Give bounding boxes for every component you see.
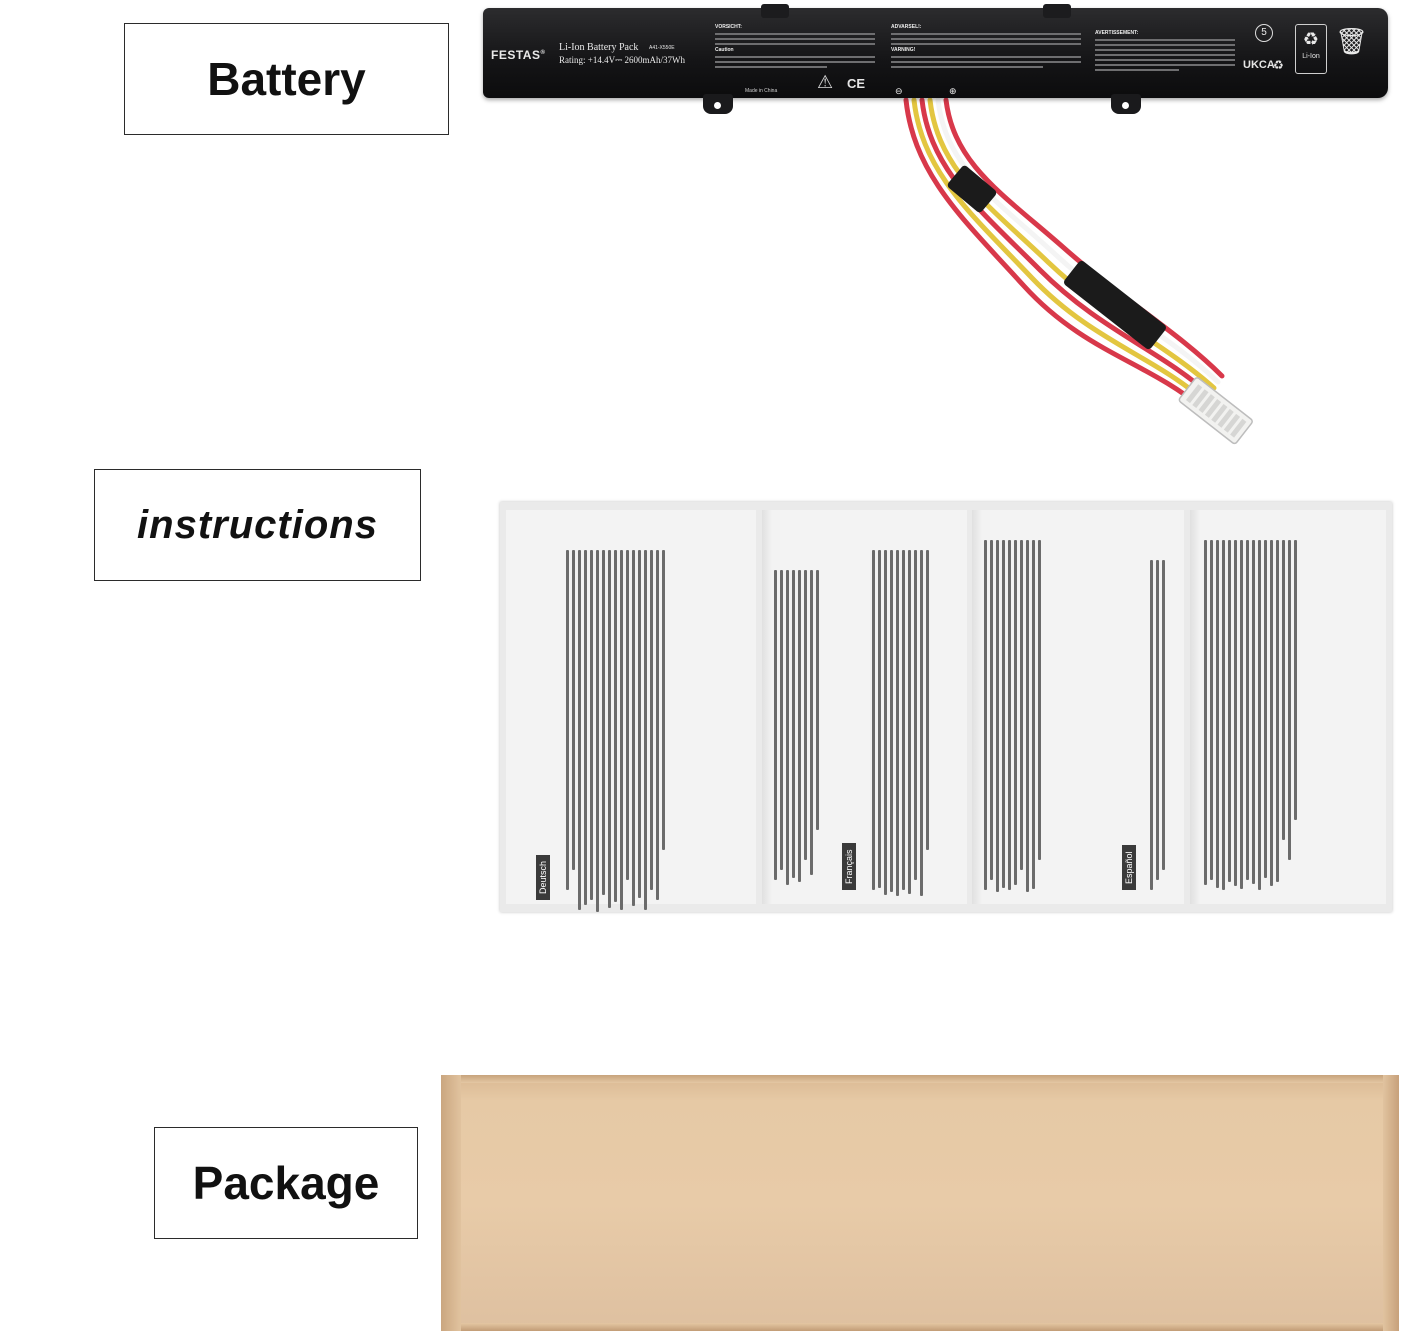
instructions-sheet: Deutsch Français — [500, 502, 1392, 912]
instructions-text-fr-b — [984, 540, 1041, 892]
battery-clip — [761, 4, 789, 18]
warning-block-de: VORSICHT: Caution — [715, 24, 875, 68]
package-left-flap — [441, 1075, 461, 1331]
instructions-text-es-a — [1150, 560, 1165, 890]
package-right-flap — [1383, 1075, 1399, 1331]
mount-hole — [714, 102, 721, 109]
language-tag-de: Deutsch — [536, 854, 550, 900]
cardboard-package — [441, 1075, 1399, 1331]
instructions-text-de — [566, 550, 665, 912]
warning-title: VARNING! — [891, 47, 916, 53]
recycle-icon: ♻ — [1302, 29, 1320, 49]
instructions-text-fr-a — [872, 550, 929, 896]
battery-pack: FESTAS® Li-Ion Battery Pack A41-X550E Ra… — [483, 4, 1388, 114]
li-ion-recycle-badge: ♻ Li-Ion — [1295, 24, 1327, 74]
battery-clip — [1043, 4, 1071, 18]
battery-label: Battery — [124, 23, 449, 135]
package-bottom-edge — [441, 1323, 1399, 1331]
package-label: Package — [154, 1127, 418, 1239]
instructions-panel-de: Deutsch — [506, 510, 756, 912]
battery-model: Li-Ion Battery Pack — [559, 42, 639, 53]
circle-number-icon: 5 — [1255, 24, 1273, 42]
crossed-bin-icon: 🗑 — [1335, 26, 1369, 56]
cable-tape — [947, 165, 997, 213]
warning-title: VORSICHT: — [715, 24, 742, 30]
mount-tab — [1111, 94, 1141, 114]
instructions-text-warnung — [774, 570, 819, 885]
instructions-panel-fr: Español — [972, 510, 1184, 904]
instructions-panel-es — [1190, 510, 1386, 904]
language-tag-es: Español — [1122, 845, 1136, 890]
warning-title: ADVARSEL!: — [891, 24, 922, 30]
instructions-text-es-b — [1204, 540, 1297, 890]
instructions-label: instructions — [94, 469, 421, 581]
warning-title: AVERTISSEMENT: — [1095, 30, 1139, 36]
package-top-edge — [441, 1075, 1399, 1083]
mount-hole — [1122, 102, 1129, 109]
battery-connector — [1178, 377, 1253, 445]
li-ion-text: Li-Ion — [1302, 53, 1320, 60]
minus-terminal-icon: ⊖ — [895, 86, 903, 96]
instructions-panel-warnung: Français — [762, 510, 967, 904]
plus-terminal-icon: ⊕ — [949, 86, 957, 96]
cable-tape — [1064, 260, 1166, 350]
battery-made-in: Made in China — [745, 88, 778, 94]
mount-tab — [703, 94, 733, 114]
battery-rating: Rating: +14.4V⎓ 2600mAh/37Wh — [559, 55, 686, 65]
caution-title: Caution — [715, 47, 734, 53]
warning-triangle-icon: ⚠ — [817, 72, 834, 92]
recycling-code-icon: ♻ — [1273, 58, 1284, 72]
ce-mark: CE — [847, 76, 866, 91]
warning-block-da: ADVARSEL!: VARNING! — [891, 24, 1081, 68]
language-tag-fr: Français — [842, 843, 856, 890]
battery-brand: FESTAS® — [491, 48, 546, 62]
battery-model-code: A41-X550E — [649, 45, 675, 51]
warning-block-fr: AVERTISSEMENT: — [1095, 30, 1235, 71]
ukca-mark: UKCA — [1243, 59, 1275, 71]
